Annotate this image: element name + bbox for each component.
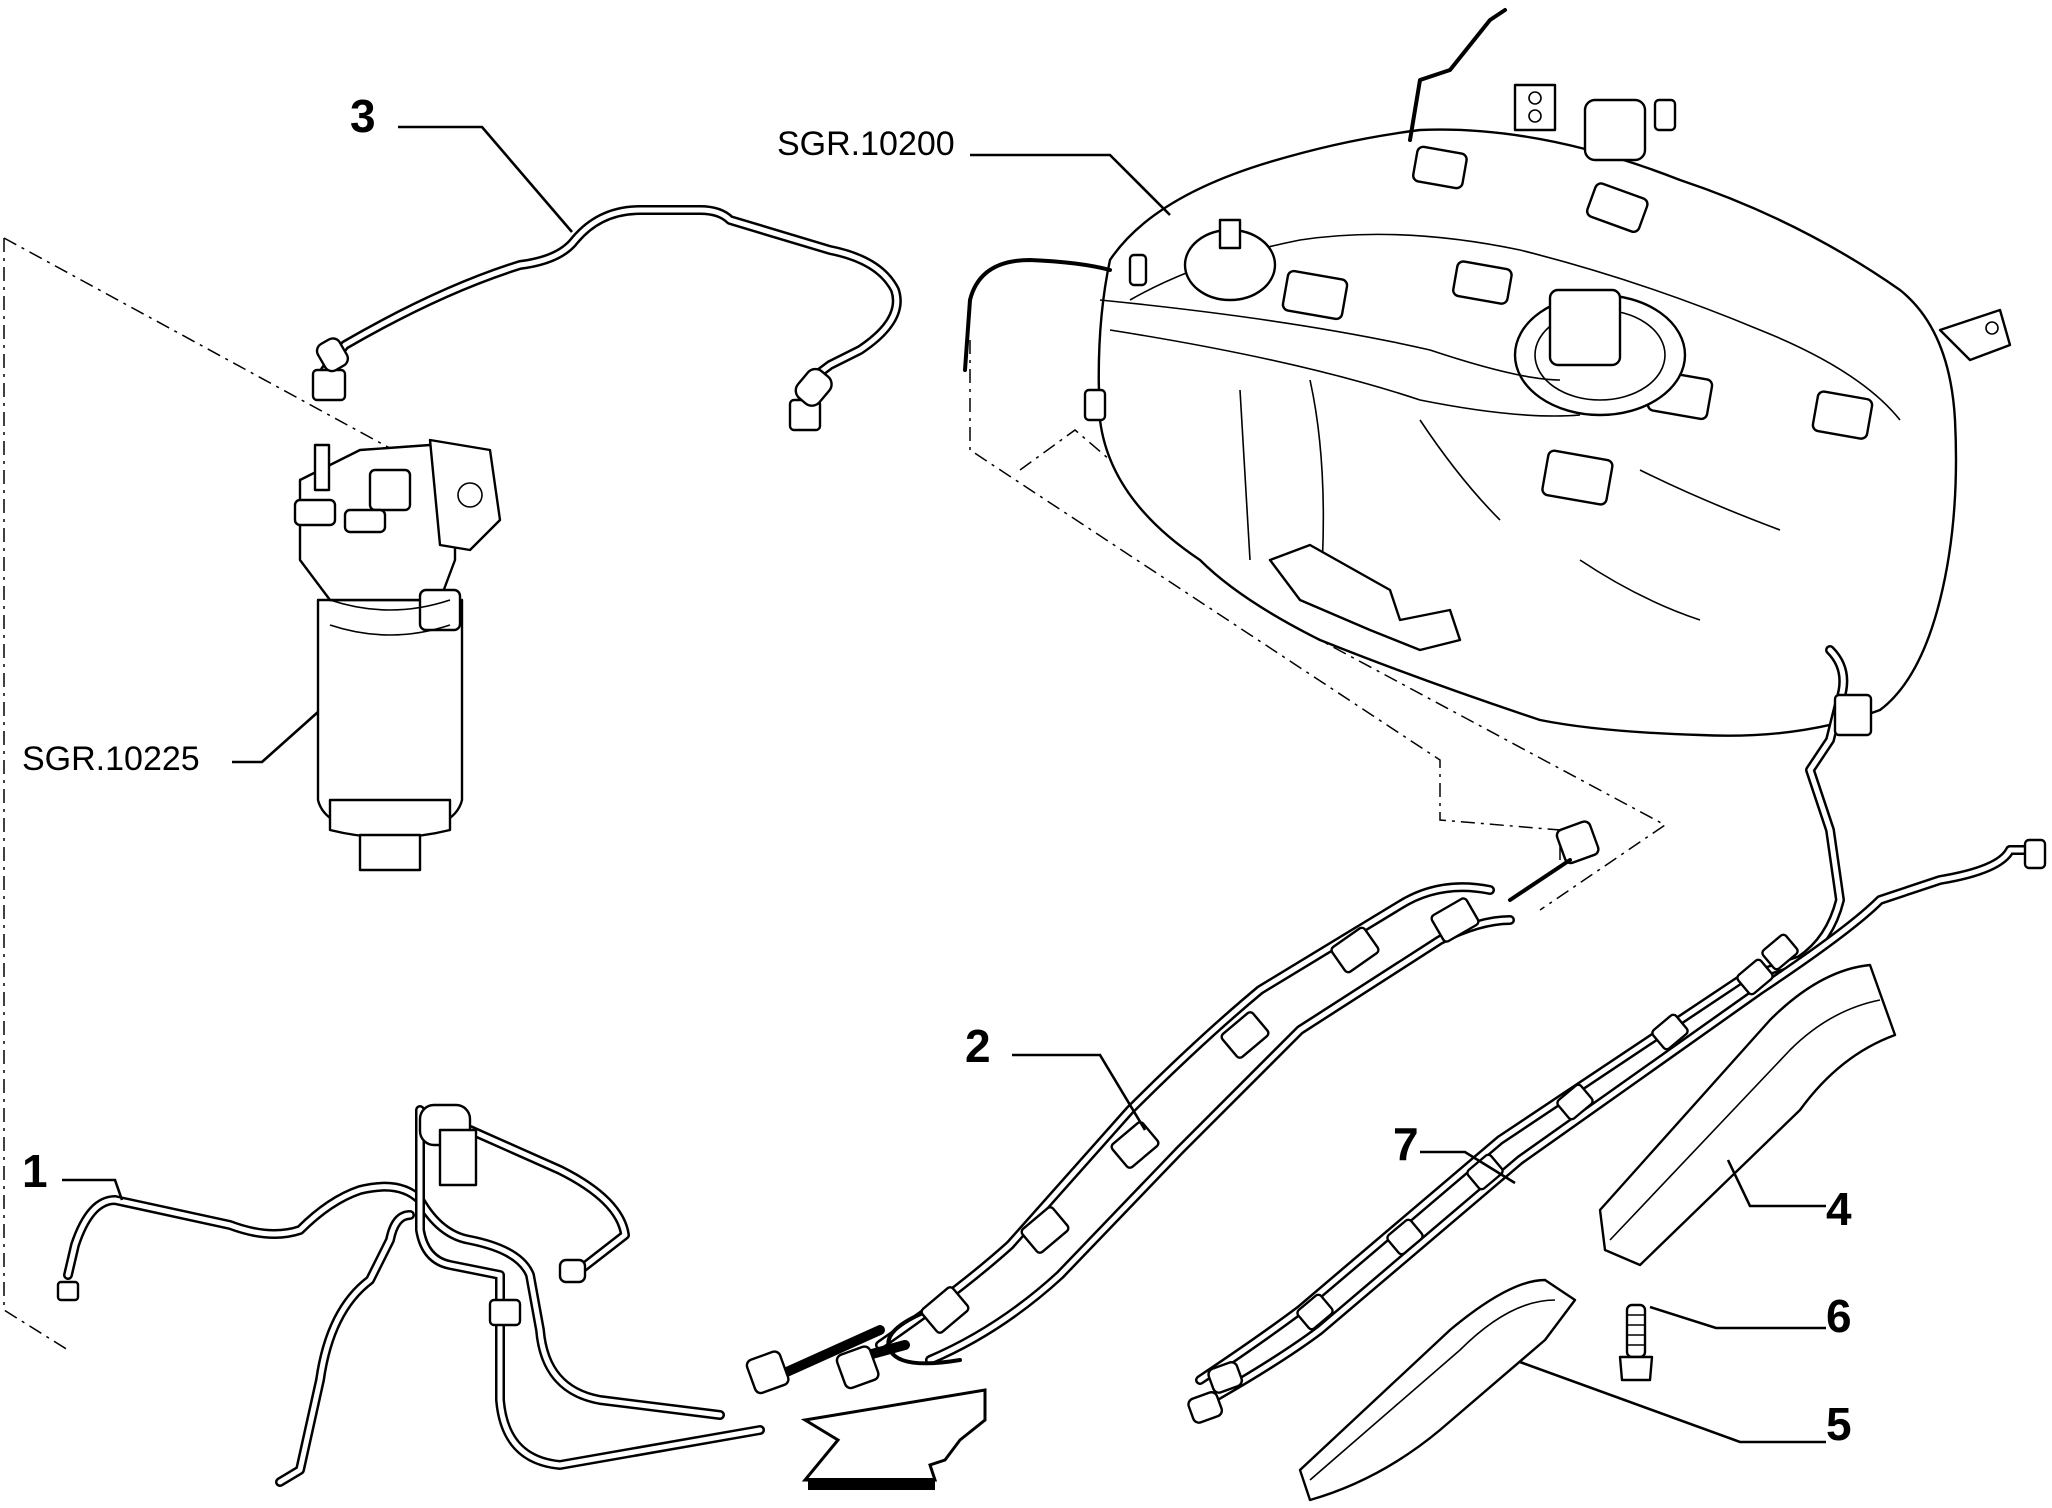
front-of-vehicle-arrow: [800, 1388, 987, 1490]
leader-lines: [62, 125, 1826, 1444]
callout-5: 5: [1826, 1398, 1852, 1450]
part-4-protection-channel[interactable]: [1598, 963, 1897, 1267]
fuel-tank[interactable]: [963, 8, 2012, 737]
part-7-fuel-pipe[interactable]: [1187, 645, 2047, 1424]
bundle-clips: [920, 897, 1480, 1334]
fuel-filter[interactable]: [293, 438, 502, 872]
callout-6: 6: [1826, 1290, 1852, 1342]
part-1-fuel-line[interactable]: [56, 1103, 765, 1487]
part-2-pipe-bundle[interactable]: [745, 820, 1600, 1395]
part-5-protection-channel[interactable]: [1298, 1278, 1577, 1502]
callout-3: 3: [350, 90, 376, 142]
callout-7: 7: [1393, 1118, 1419, 1170]
callout-labels: 3 2 1 7 4 6 5 SGR.10200 SGR.10225: [22, 90, 1852, 1450]
part-6-bolt[interactable]: [1618, 1303, 1654, 1382]
ref-fuel-filter: SGR.10225: [22, 740, 200, 778]
callout-1: 1: [22, 1145, 48, 1197]
part-3-fuel-line[interactable]: [311, 205, 902, 432]
ref-fuel-tank: SGR.10200: [777, 125, 955, 163]
callout-2: 2: [965, 1020, 991, 1072]
callout-4: 4: [1826, 1183, 1852, 1235]
pipe-clips: [1296, 933, 1799, 1331]
